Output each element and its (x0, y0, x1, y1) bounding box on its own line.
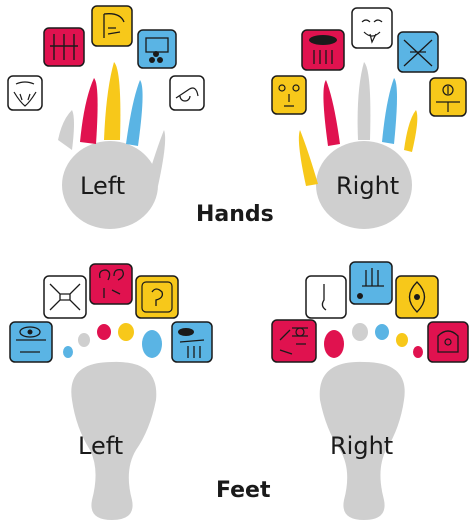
glyph-left-hand-5 (170, 76, 204, 110)
left-hand-thumb (146, 130, 165, 186)
left-foot-toe-pinky (63, 346, 73, 358)
glyph-left-hand-1 (8, 76, 42, 110)
glyph-right-hand-3 (352, 8, 392, 48)
left-foot-toe-3 (97, 324, 111, 340)
glyph-left-foot-2 (44, 276, 86, 318)
glyph-right-foot-4 (396, 276, 438, 318)
glyph-left-hand-2 (44, 28, 84, 66)
right-foot-toe-4 (396, 333, 408, 347)
left-hand-label: Left (80, 172, 125, 200)
hands-title: Hands (196, 202, 274, 227)
left-foot-label: Left (78, 432, 123, 460)
glyph-left-foot-4 (136, 276, 178, 318)
right-foot-toe-3 (375, 324, 389, 340)
glyph-left-foot-5 (172, 322, 212, 362)
glyph-right-foot-2 (306, 276, 346, 318)
glyph-left-hand-3 (92, 6, 132, 46)
right-hand-middle-finger (358, 62, 371, 140)
glyph-left-foot-3 (90, 264, 132, 304)
glyph-right-hand-5 (430, 78, 466, 116)
glyph-right-hand-1 (272, 76, 306, 114)
right-foot-toe-big (324, 330, 344, 358)
right-hand-pinky (404, 110, 417, 152)
glyph-left-foot-1 (10, 322, 52, 362)
left-hand-pinky (58, 110, 74, 150)
left-foot-toe-big (142, 330, 162, 358)
glyph-left-hand-4 (138, 30, 176, 68)
feet-title: Feet (216, 478, 271, 503)
right-hand-index-finger (323, 80, 340, 146)
right-hand-thumb (299, 130, 318, 186)
glyph-right-foot-3 (350, 262, 392, 304)
left-hand-ring-finger (80, 78, 98, 144)
left-hand-index-finger (126, 80, 143, 146)
right-foot-toe-2 (352, 323, 368, 341)
glyph-right-foot-5 (428, 322, 468, 362)
left-foot-toe-4 (78, 333, 90, 347)
right-hand-label: Right (336, 172, 399, 200)
glyph-right-hand-2 (302, 30, 344, 70)
left-hand-middle-finger (104, 62, 120, 140)
right-foot-toe-pinky (413, 346, 423, 358)
right-foot-label: Right (330, 432, 393, 460)
glyph-right-hand-4 (398, 32, 438, 72)
left-foot (10, 264, 212, 520)
left-foot-toe-2 (118, 323, 134, 341)
right-foot (272, 262, 468, 520)
glyph-right-foot-1 (272, 320, 316, 362)
right-hand-ring-finger (382, 78, 397, 144)
